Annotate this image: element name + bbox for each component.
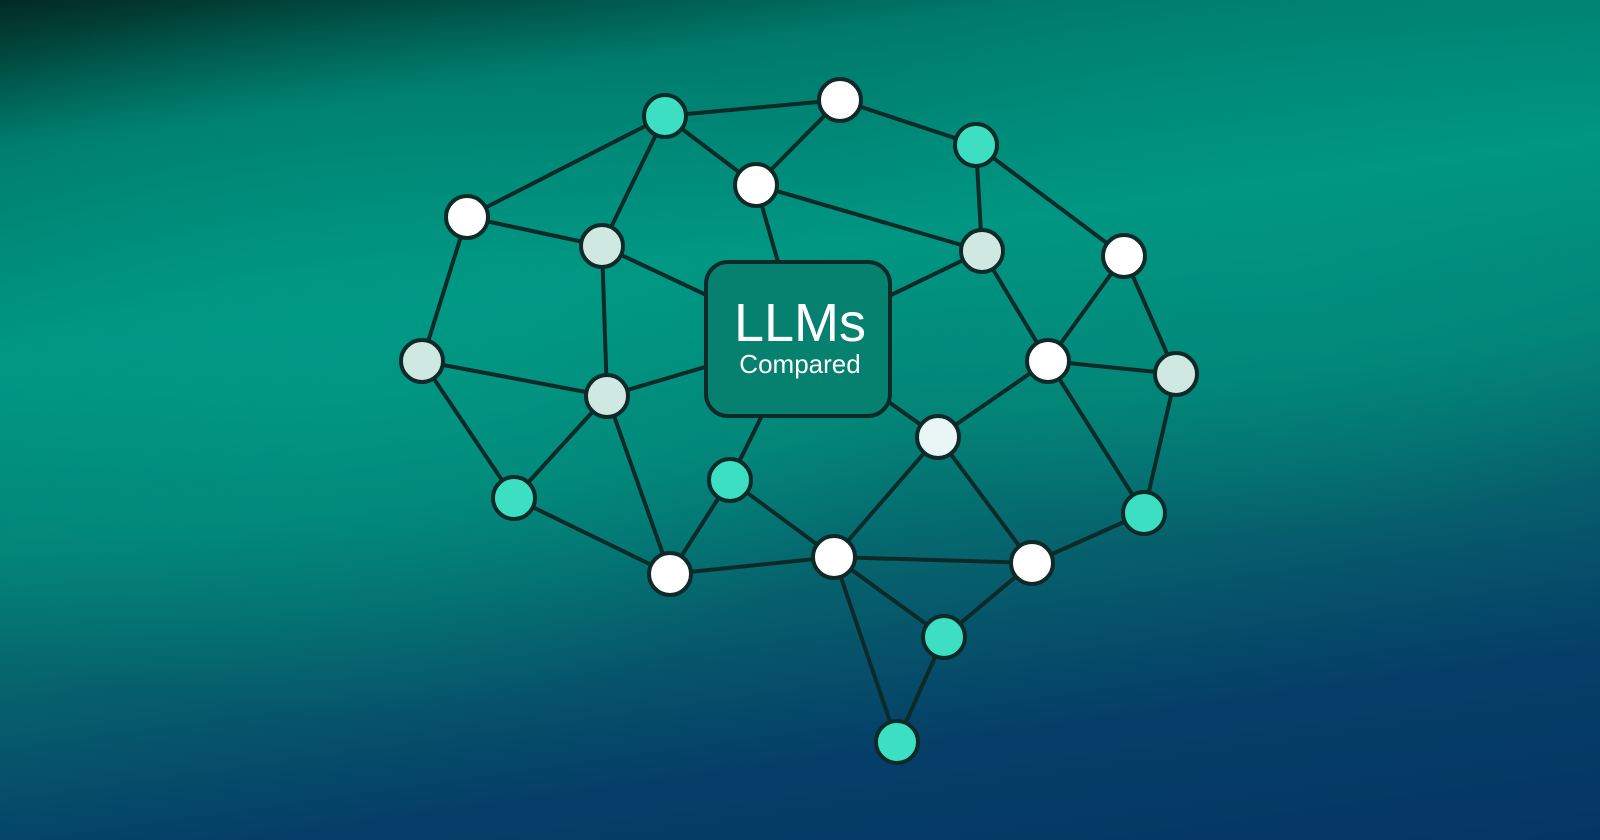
network-edge	[512, 496, 672, 576]
network-edge	[420, 215, 469, 363]
network-edge	[465, 215, 604, 248]
network-node	[1009, 540, 1055, 586]
network-node	[953, 122, 999, 168]
center-subtitle: Compared	[739, 349, 860, 379]
network-edge	[605, 394, 672, 576]
network-node	[915, 414, 961, 460]
network-edge	[600, 244, 609, 398]
network-node	[642, 93, 688, 139]
network-node	[1121, 490, 1167, 536]
network-edge	[832, 435, 940, 559]
center-box	[704, 260, 892, 418]
network-edge	[832, 555, 1034, 565]
network-node	[921, 614, 967, 660]
network-edge	[832, 555, 899, 744]
network-node	[733, 162, 779, 208]
center-title: LLMs	[734, 293, 866, 353]
network-edge	[663, 98, 842, 118]
network-edges	[420, 98, 1178, 744]
network-edge	[754, 183, 984, 253]
network-edge	[668, 555, 836, 576]
center-badge: LLMs Compared	[704, 260, 892, 418]
network-edge	[465, 114, 667, 219]
network-node	[579, 223, 625, 269]
network-edge	[600, 114, 667, 248]
network-edge	[1046, 359, 1146, 515]
network-node	[707, 457, 753, 503]
network-node	[584, 373, 630, 419]
network-node	[647, 551, 693, 597]
network-node	[444, 194, 490, 240]
network-node	[491, 475, 537, 521]
network-node	[811, 534, 857, 580]
network-nodes	[399, 77, 1199, 765]
network-edge	[420, 359, 516, 500]
network-edge	[512, 394, 609, 500]
network-edge	[838, 98, 978, 147]
network-node	[1025, 338, 1071, 384]
network-node	[874, 719, 920, 765]
network-node	[959, 228, 1005, 274]
network-edge	[974, 143, 1126, 258]
network-node	[399, 338, 445, 384]
network-node	[1153, 351, 1199, 397]
network-node	[1101, 233, 1147, 279]
network-edge	[936, 435, 1034, 565]
network-edge	[420, 359, 609, 398]
network-node	[817, 77, 863, 123]
network-edge	[1142, 372, 1178, 515]
